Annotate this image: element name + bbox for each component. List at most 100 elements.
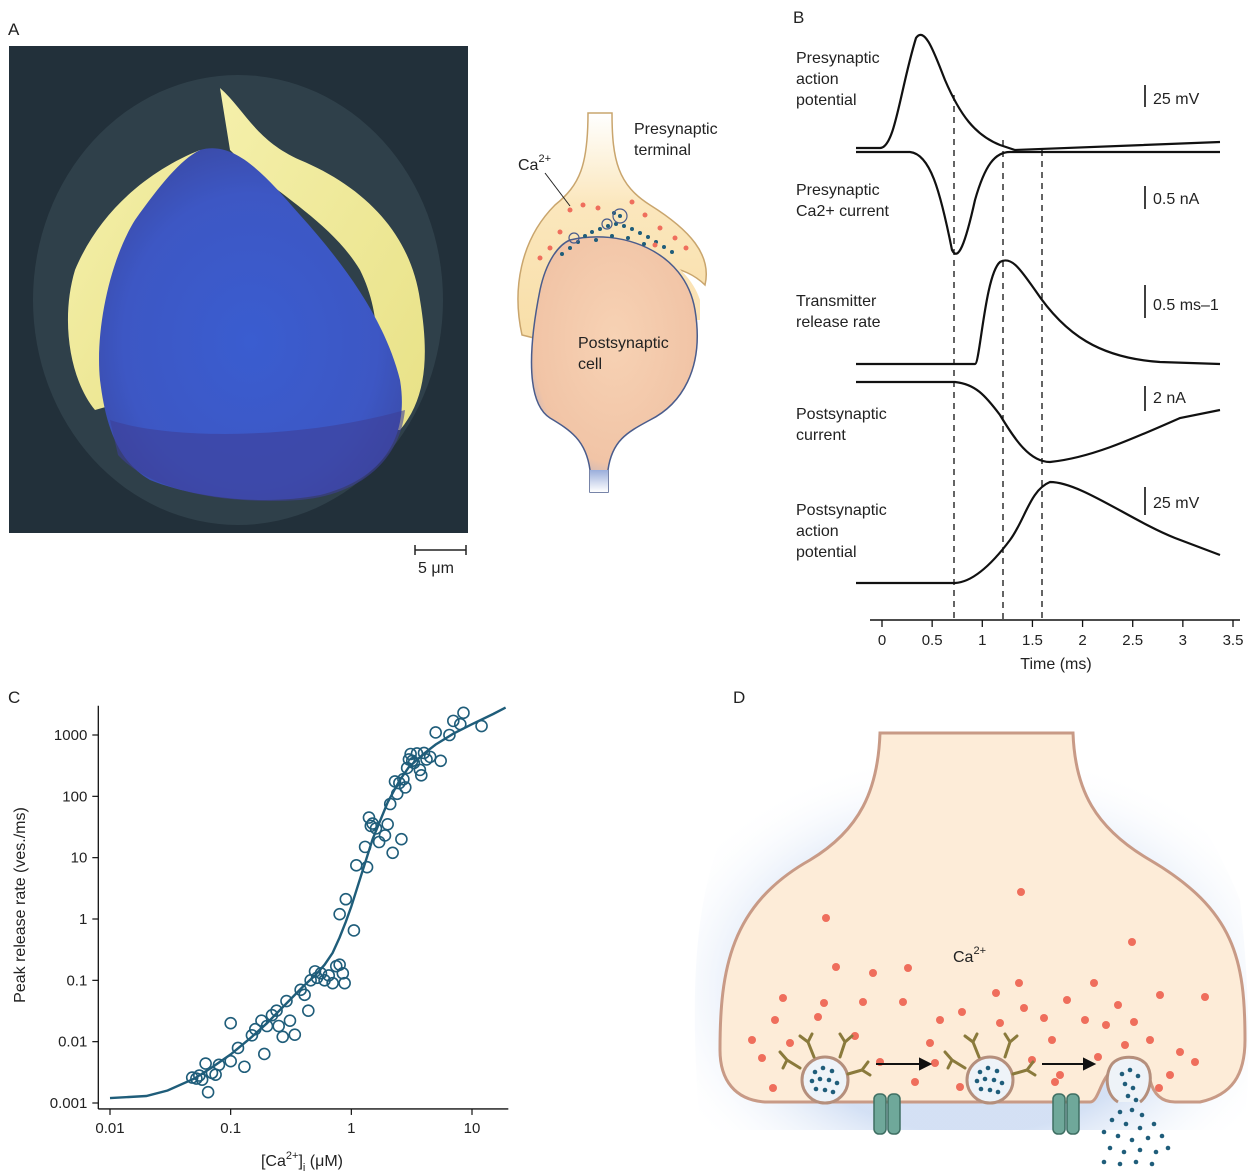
released-transmitter	[1101, 1067, 1171, 1167]
calcium-channel-2	[1052, 1093, 1080, 1135]
trace-label-1-line1: Presynaptic	[796, 50, 880, 67]
x-axis-label: [Ca2+]i (μM)	[261, 1150, 343, 1172]
panel-d-letter: D	[733, 688, 745, 707]
y-tick-label: 0.001	[50, 1095, 88, 1112]
data-point	[224, 1054, 237, 1068]
trace-label-3-line1: Transmitter	[796, 293, 877, 310]
data-point	[326, 976, 339, 990]
scale-bar-label: 5 μm	[418, 560, 454, 577]
data-point	[333, 907, 346, 921]
data-point	[231, 1041, 245, 1055]
data-point	[454, 717, 467, 731]
data-point	[457, 706, 470, 720]
data-point	[420, 753, 433, 766]
data-point	[447, 714, 460, 728]
data-point	[308, 965, 322, 978]
trace-label-1-line3: potential	[796, 92, 857, 109]
trace-panel	[856, 34, 1221, 585]
time-tick-label: 3.5	[1223, 632, 1244, 649]
ca-label-d: Ca2+	[953, 945, 986, 966]
data-point	[283, 1014, 297, 1027]
postsynaptic-cell-label-2: cell	[578, 356, 602, 373]
data-point	[381, 817, 394, 831]
data-point	[350, 859, 363, 872]
time-tick-label: 2.5	[1122, 632, 1143, 649]
trace-label-2-line1: Presynaptic	[796, 182, 880, 199]
scale-bar-trace-1: 25 mV	[1153, 91, 1200, 108]
data-point	[347, 924, 361, 937]
data-point	[369, 822, 383, 835]
x-tick-label: 0.1	[220, 1120, 241, 1137]
ca-label-a: Ca2+	[518, 153, 551, 174]
y-tick-label: 0.1	[66, 972, 87, 989]
data-point	[413, 763, 427, 777]
data-point	[224, 1016, 237, 1030]
trace-labels: Presynaptic action potential Presynaptic…	[796, 50, 889, 561]
data-point	[212, 1058, 226, 1072]
data-point	[195, 1073, 209, 1086]
data-point	[201, 1085, 215, 1099]
time-tick-label: 0	[878, 632, 886, 649]
data-point	[443, 728, 456, 742]
panel-b-letter: B	[793, 8, 804, 27]
trace-label-5-line2: action	[796, 523, 839, 540]
data-point	[386, 846, 399, 860]
data-point	[272, 1019, 285, 1033]
data-point	[336, 967, 350, 980]
data-point	[434, 754, 447, 768]
data-point	[414, 769, 428, 782]
postsynaptic-cell-label-1: Postsynaptic	[578, 335, 669, 352]
x-tick-label: 10	[464, 1120, 481, 1137]
time-tick-label: 1.5	[1022, 632, 1043, 649]
y-tick-label: 10	[71, 850, 88, 867]
data-point	[360, 860, 374, 874]
trace-label-2-line2: Ca2+ current	[796, 203, 889, 220]
data-point	[395, 832, 408, 846]
data-point	[199, 1057, 212, 1070]
data-point	[265, 1008, 279, 1022]
trace-presynaptic-ca-current	[856, 150, 1220, 255]
data-point	[338, 976, 351, 990]
data-point	[248, 1022, 262, 1036]
data-point	[322, 969, 336, 982]
data-point	[372, 835, 386, 849]
presynaptic-terminal-label-2: terminal	[634, 142, 691, 159]
data-point	[339, 892, 353, 906]
data-point	[245, 1029, 259, 1042]
terminal-diagram: Ca2+	[694, 728, 1249, 1167]
time-tick-label: 2	[1078, 632, 1086, 649]
time-tick-label: 1	[978, 632, 986, 649]
data-point	[314, 967, 328, 980]
data-point	[288, 1028, 302, 1041]
panel-a-letter: A	[8, 20, 20, 39]
trace-release-rate	[856, 259, 1221, 366]
data-point	[405, 754, 419, 768]
data-point	[333, 958, 346, 971]
presynaptic-terminal-label-1: Presynaptic	[634, 121, 718, 138]
dashed-markers	[953, 95, 1043, 620]
fluorescence-micrograph	[9, 46, 468, 533]
data-point	[258, 1047, 271, 1061]
data-point	[398, 781, 412, 794]
trace-label-4-line2: current	[796, 427, 846, 444]
data-point	[302, 1004, 315, 1017]
vesicle-docked-1	[800, 1055, 850, 1105]
y-tick-label: 1	[79, 911, 87, 928]
y-tick-label: 1000	[54, 727, 87, 744]
scale-bar: 5 μm	[414, 545, 467, 577]
calcium-channel-1	[873, 1093, 901, 1135]
data-point	[423, 750, 437, 764]
data-point	[417, 746, 431, 760]
trace-label-4-line1: Postsynaptic	[796, 406, 887, 423]
scale-bar-trace-5: 25 mV	[1153, 495, 1200, 512]
data-point	[358, 840, 372, 854]
data-point	[429, 726, 442, 739]
data-point	[280, 994, 293, 1008]
time-tick-label: 0.5	[922, 632, 943, 649]
scale-bar-trace-4: 2 nA	[1153, 390, 1186, 407]
data-point	[276, 1030, 290, 1044]
trace-label-5-line1: Postsynaptic	[796, 502, 887, 519]
